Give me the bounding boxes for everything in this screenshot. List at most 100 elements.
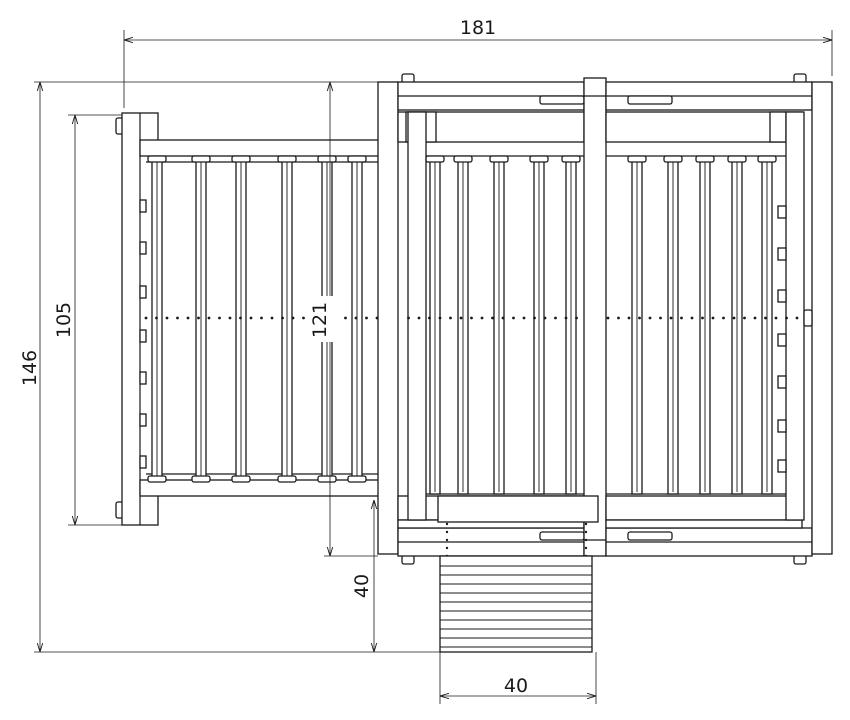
centerline-dot <box>260 316 263 320</box>
right-side-tabs <box>777 205 787 473</box>
step-dot <box>584 538 588 542</box>
step-dot <box>584 546 588 550</box>
slat-clip <box>231 155 251 163</box>
centerline-dot <box>575 316 578 320</box>
slat-clip <box>147 475 167 483</box>
centerline-dot <box>176 316 179 320</box>
step-dot <box>445 530 449 534</box>
slat-clip <box>453 155 473 163</box>
centerline-dot <box>795 316 799 320</box>
centerline-dot <box>543 316 547 320</box>
slat-clip <box>317 155 337 163</box>
centerline-dot <box>302 316 305 320</box>
centerline-dot <box>753 316 757 320</box>
centerline-dot <box>627 316 631 320</box>
side-tab <box>139 455 147 469</box>
centerline-dot <box>218 316 221 320</box>
centerline-dot <box>375 316 379 320</box>
dim-label-105: 105 <box>53 302 75 338</box>
left-top-rail <box>139 139 381 157</box>
dim-label-181: 181 <box>460 17 496 39</box>
centerline-dot <box>281 316 284 320</box>
centerline-dot <box>417 316 421 320</box>
center-slats <box>425 155 581 495</box>
dimension-146: 146 <box>19 81 440 653</box>
center-inner-post <box>407 111 427 521</box>
dimension-105: 105 <box>53 114 122 526</box>
side-tab <box>777 333 787 347</box>
left-side-tabs <box>139 199 147 469</box>
centerline-dot <box>480 316 484 320</box>
centerline-dot <box>606 316 610 320</box>
centerline-dot <box>155 316 158 320</box>
slat-clip <box>663 155 683 163</box>
slat-clip <box>695 155 715 163</box>
centerline-dot <box>701 316 704 320</box>
centerline-dot <box>501 316 505 320</box>
centerline-dot <box>743 316 746 320</box>
centerline-dot <box>522 316 526 320</box>
slat-clip <box>529 155 549 163</box>
dim-label-146: 146 <box>19 350 41 386</box>
centerline-dot <box>617 316 620 320</box>
dimension-40-horizontal: 40 <box>439 652 597 704</box>
side-tab <box>139 413 147 427</box>
centerline-dot <box>564 316 568 320</box>
centerline-dot <box>428 316 431 320</box>
centerline-dot <box>365 316 368 320</box>
dim-label-40-horizontal: 40 <box>504 675 528 697</box>
slat-clip <box>191 155 211 163</box>
centerline-dot <box>680 316 683 320</box>
centerline-dot <box>638 316 641 320</box>
centerline-dot <box>291 316 295 320</box>
step-dot <box>445 538 449 542</box>
side-tab <box>139 285 147 299</box>
slat-clip <box>561 155 581 163</box>
slat-clip <box>757 155 777 163</box>
right-slats <box>627 155 777 495</box>
centerline-dot <box>407 316 410 320</box>
side-tab <box>777 247 787 261</box>
centerline-dot <box>785 316 788 320</box>
dim-label-40-vertical: 40 <box>351 574 373 598</box>
centerline-dot <box>722 316 725 320</box>
side-tab <box>139 329 147 343</box>
dim-label-121: 121 <box>309 302 331 338</box>
slat-clip <box>489 155 509 163</box>
centerline-dot <box>438 316 442 320</box>
slat-clip <box>727 155 747 163</box>
side-tab <box>139 371 147 385</box>
side-tab <box>777 375 787 389</box>
centerline-dot <box>449 316 452 320</box>
side-tab <box>139 199 147 213</box>
left-bottom-rail <box>139 479 381 497</box>
centerline-dot <box>659 316 662 320</box>
slat-clip <box>425 155 445 163</box>
centerline-dot <box>554 316 557 320</box>
centerline-dot <box>764 316 767 320</box>
right-end-post <box>811 81 833 555</box>
centerline-dot <box>690 316 694 320</box>
right-inner-post <box>785 111 805 521</box>
slat-clip <box>147 155 167 163</box>
centerline-dot <box>533 316 536 320</box>
slat-clip <box>627 155 647 163</box>
step-dot <box>584 530 588 534</box>
slat-clip <box>347 155 367 163</box>
centerline-dot <box>344 316 347 320</box>
centerline-dot <box>165 316 169 320</box>
centerline-dot <box>711 316 715 320</box>
step-boards <box>439 555 593 653</box>
centerline-dot <box>207 316 211 320</box>
centerline-dot <box>239 316 242 320</box>
slat-clip <box>191 475 211 483</box>
step-platform <box>437 495 599 653</box>
side-tab <box>777 205 787 219</box>
side-tab <box>777 459 787 473</box>
slat-clip <box>231 475 251 483</box>
step-dot <box>445 522 449 526</box>
centerline-dot <box>228 316 232 320</box>
centerline-dot <box>491 316 494 320</box>
slat-clip <box>317 475 337 483</box>
